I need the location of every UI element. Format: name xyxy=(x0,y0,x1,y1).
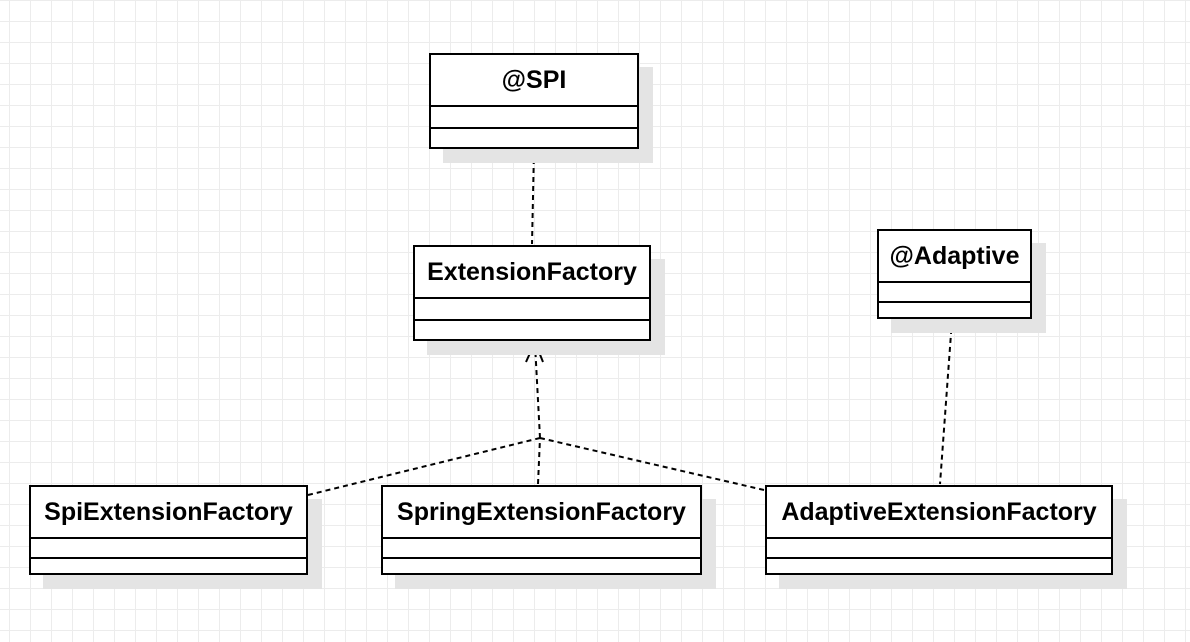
class-name-adaptive-extension-factory: AdaptiveExtensionFactory xyxy=(767,487,1111,539)
class-name-spring-extension-factory: SpringExtensionFactory xyxy=(383,487,700,539)
methods-compartment xyxy=(431,127,637,147)
methods-compartment xyxy=(415,319,649,339)
methods-compartment xyxy=(383,557,700,575)
realization-trunk-line xyxy=(534,343,541,439)
class-adaptive-extension-factory[interactable]: AdaptiveExtensionFactory xyxy=(765,485,1113,575)
attributes-compartment xyxy=(383,539,700,557)
attributes-compartment xyxy=(31,539,306,557)
adaptive-extension-factory-realization-line xyxy=(539,437,765,491)
spi-to-extension-factory-dependency-line xyxy=(531,149,535,245)
class-name-adaptive: @Adaptive xyxy=(879,231,1030,283)
class-spi[interactable]: @SPI xyxy=(429,53,639,149)
methods-compartment xyxy=(767,557,1111,575)
class-extension-factory[interactable]: ExtensionFactory xyxy=(413,245,651,341)
adaptive-to-adaptive-extension-factory-dependency-line xyxy=(939,319,953,485)
attributes-compartment xyxy=(431,107,637,127)
methods-compartment xyxy=(879,301,1030,319)
methods-compartment xyxy=(31,557,306,575)
spi-extension-factory-realization-line xyxy=(307,437,541,496)
spring-extension-factory-realization-line xyxy=(537,437,541,485)
attributes-compartment xyxy=(879,283,1030,301)
class-spi-extension-factory[interactable]: SpiExtensionFactory xyxy=(29,485,308,575)
class-name-spi-extension-factory: SpiExtensionFactory xyxy=(31,487,306,539)
attributes-compartment xyxy=(415,299,649,319)
class-name-spi: @SPI xyxy=(431,55,637,107)
class-spring-extension-factory[interactable]: SpringExtensionFactory xyxy=(381,485,702,575)
attributes-compartment xyxy=(767,539,1111,557)
class-adaptive[interactable]: @Adaptive xyxy=(877,229,1032,319)
realization-arrowhead xyxy=(525,339,544,363)
class-name-extension-factory: ExtensionFactory xyxy=(415,247,649,299)
